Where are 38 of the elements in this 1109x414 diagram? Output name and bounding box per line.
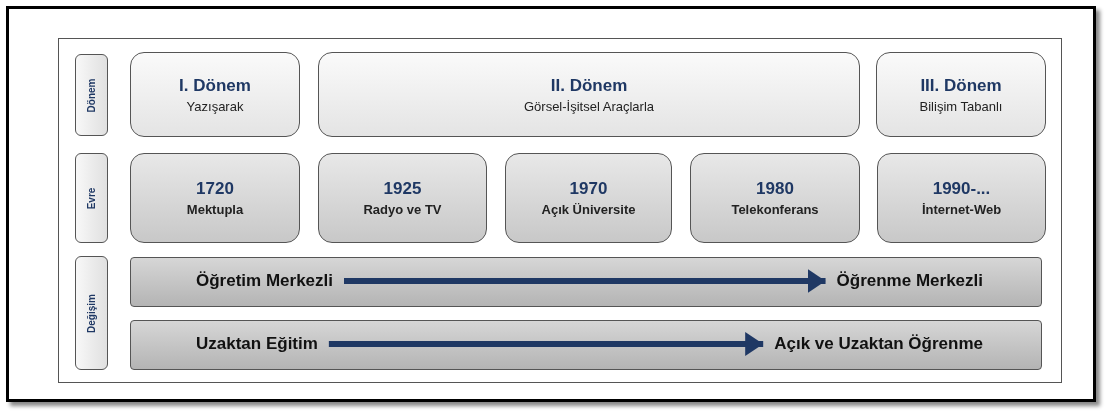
box-heading: II. Dönem xyxy=(550,75,628,96)
arrow xyxy=(344,269,826,293)
stage-box xyxy=(877,153,1046,243)
box-heading: III. Dönem xyxy=(920,75,1002,96)
box-subtitle: Radyo ve TV xyxy=(363,202,442,217)
arrow xyxy=(328,332,764,356)
period-box xyxy=(876,52,1046,137)
stage-box xyxy=(318,153,487,243)
row-header-box xyxy=(75,153,108,243)
bar-text: Uzaktan Eğitim xyxy=(186,332,328,356)
box-subtitle: Yazışarak xyxy=(186,98,244,114)
box-heading: 1990-... xyxy=(932,179,991,199)
box-heading: 1970 xyxy=(569,179,608,199)
change-bar xyxy=(130,320,1042,370)
box-subtitle: Mektupla xyxy=(186,202,244,217)
stage-box xyxy=(505,153,672,243)
change-bar xyxy=(130,257,1042,307)
box-heading: 1720 xyxy=(196,179,234,199)
box-subtitle: Açık Üniversite xyxy=(541,202,636,217)
row-header-box xyxy=(75,256,108,370)
bar-text: Öğretim Merkezli xyxy=(186,269,343,293)
box-heading: I. Dönem xyxy=(179,75,251,96)
box-subtitle: Bilişim Tabanlı xyxy=(919,98,1003,114)
box-subtitle: Telekonferans xyxy=(731,202,819,217)
box-subtitle: Görsel-İşitsel Araçlarla xyxy=(523,98,654,114)
row-header-box xyxy=(75,54,108,136)
stage-box xyxy=(130,153,300,243)
box-heading: 1980 xyxy=(756,179,794,199)
row-header-text: Dönem xyxy=(86,78,97,112)
period-box xyxy=(130,52,300,137)
period-box xyxy=(318,52,860,137)
box-subtitle: İnternet-Web xyxy=(921,202,1002,217)
stage-box xyxy=(690,153,860,243)
bar-text: Açık ve Uzaktan Öğrenme xyxy=(764,332,993,356)
row-header-text: Evre xyxy=(86,187,97,209)
row-header-text: Değişim xyxy=(86,293,97,333)
bar-text: Öğrenme Merkezli xyxy=(826,269,993,293)
box-heading: 1925 xyxy=(383,179,422,199)
